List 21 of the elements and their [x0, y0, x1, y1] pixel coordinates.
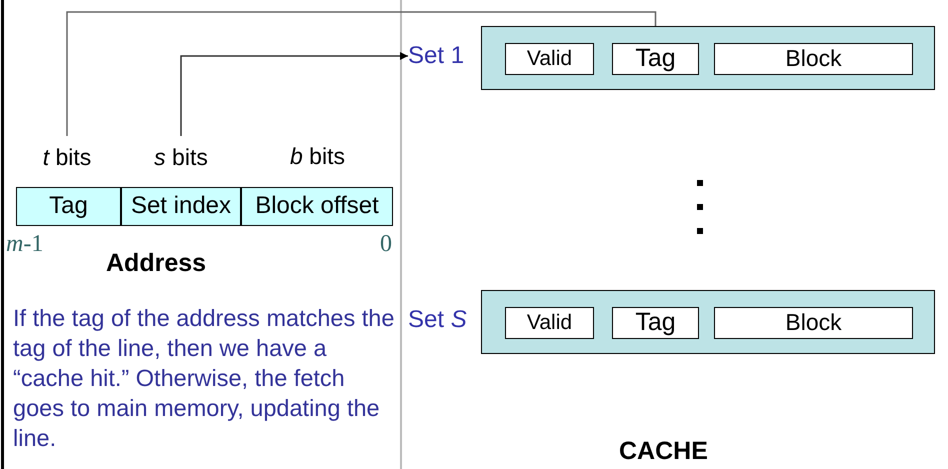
section-heading: Address: [106, 249, 206, 278]
cache-field: Tag: [612, 43, 699, 75]
bit-width-label: t bits: [37, 144, 97, 172]
bit-width-label: b bits: [290, 143, 345, 170]
address-field: Tag: [16, 187, 121, 226]
bit-width-label: s bits: [150, 144, 212, 172]
arrow: [180, 52, 408, 136]
explanation-paragraph: If the tag of the address matches the tag of the line, then we have a “cache hit.” Otherwise, the fetch goes to main memory, updating the line.: [13, 304, 396, 453]
cache-field: Block: [714, 43, 913, 75]
cache-field: Valid: [505, 307, 594, 339]
arrow: [66, 11, 660, 136]
cache-field: Tag: [612, 307, 699, 339]
bit-position-label: 0: [380, 231, 392, 258]
bit-position-label: m-1: [6, 231, 44, 258]
set-label: Set 1: [408, 40, 476, 72]
cache-field: Valid: [505, 43, 594, 75]
address-field: Set index: [121, 187, 241, 226]
set-label: Set S: [408, 304, 480, 336]
section-heading: CACHE: [619, 437, 708, 466]
address-field: Block offset: [241, 187, 393, 226]
cache-field: Block: [714, 307, 913, 339]
